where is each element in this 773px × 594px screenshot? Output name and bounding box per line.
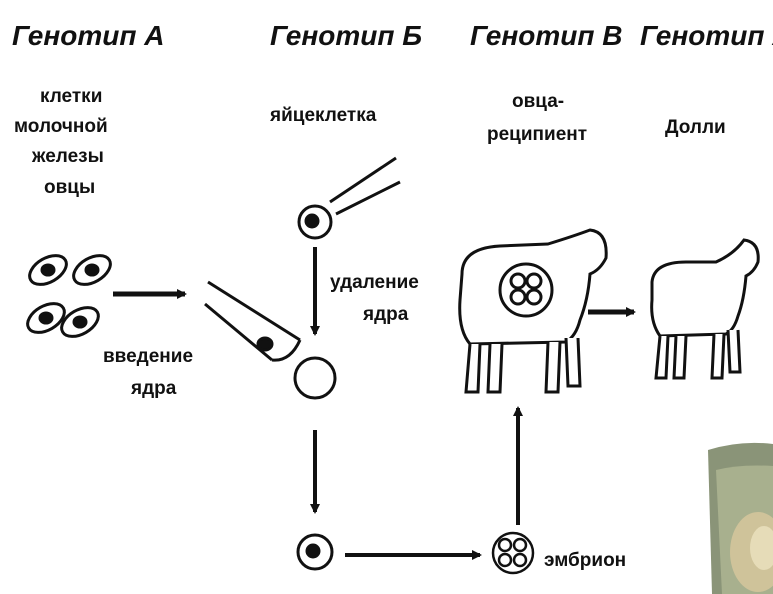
label-dolly: Долли — [665, 117, 726, 138]
photo-fragment — [708, 443, 773, 594]
fused-cell-icon — [298, 535, 332, 569]
label-cells-line4: овцы — [44, 177, 95, 198]
header-genotype-v: Генотип В — [470, 20, 622, 51]
label-egg: яйцеклетка — [269, 105, 377, 126]
dolly-sheep-icon — [652, 240, 759, 378]
egg-cell-icon — [299, 158, 400, 238]
enucleated-egg-icon — [295, 358, 335, 398]
pipette-insertion-icon — [205, 282, 300, 360]
header-genotype-a-dolly: Генотип А — [640, 20, 773, 51]
label-removal-line2: ядра — [362, 304, 409, 325]
label-cells-line2: молочной — [14, 116, 108, 137]
label-removal-line1: удаление — [330, 272, 419, 293]
recipient-sheep-icon — [460, 230, 606, 392]
label-cells-line1: клетки — [40, 86, 102, 107]
header-genotype-a: Генотип А — [12, 20, 164, 51]
mammary-cells-icon — [23, 250, 116, 343]
label-cells-line3: железы — [31, 146, 104, 167]
label-embryo: эмбрион — [544, 550, 626, 571]
embryo-icon — [493, 533, 533, 573]
label-insertion-line2: ядра — [130, 378, 177, 399]
label-recipient-line1: овца- — [512, 91, 564, 112]
label-recipient-line2: реципиент — [487, 124, 587, 145]
header-genotype-b: Генотип Б — [270, 20, 422, 51]
label-insertion-line1: введение — [103, 346, 193, 367]
